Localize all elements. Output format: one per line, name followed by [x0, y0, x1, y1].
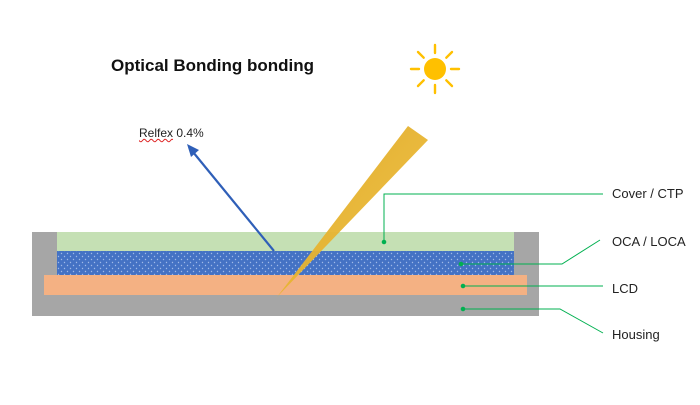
reflection-label: Relfex 0.4%: [139, 126, 204, 140]
reflection-word: Relfex: [139, 126, 174, 140]
leader-line-housing: [460, 306, 604, 334]
label-lcd: LCD: [612, 281, 639, 296]
label-oca: OCA / LOCA: [612, 234, 686, 249]
reflection-value: 0.4%: [176, 126, 204, 140]
label-cover: Cover / CTP: [612, 186, 684, 201]
leader-line-lcd: [460, 283, 603, 289]
oca-layer: [57, 251, 514, 275]
lcd-layer: [44, 275, 527, 295]
label-housing: Housing: [612, 327, 660, 342]
leader-line-cover: [381, 193, 603, 245]
reflected-ray-arrowhead: [187, 144, 199, 157]
sun-icon: [409, 43, 461, 95]
leader-line-oca: [458, 239, 601, 267]
incident-light-ray: [277, 126, 428, 297]
reflected-ray: [192, 151, 275, 252]
cover-layer: [57, 232, 514, 251]
diagram-title: Optical Bonding bonding: [111, 56, 315, 75]
